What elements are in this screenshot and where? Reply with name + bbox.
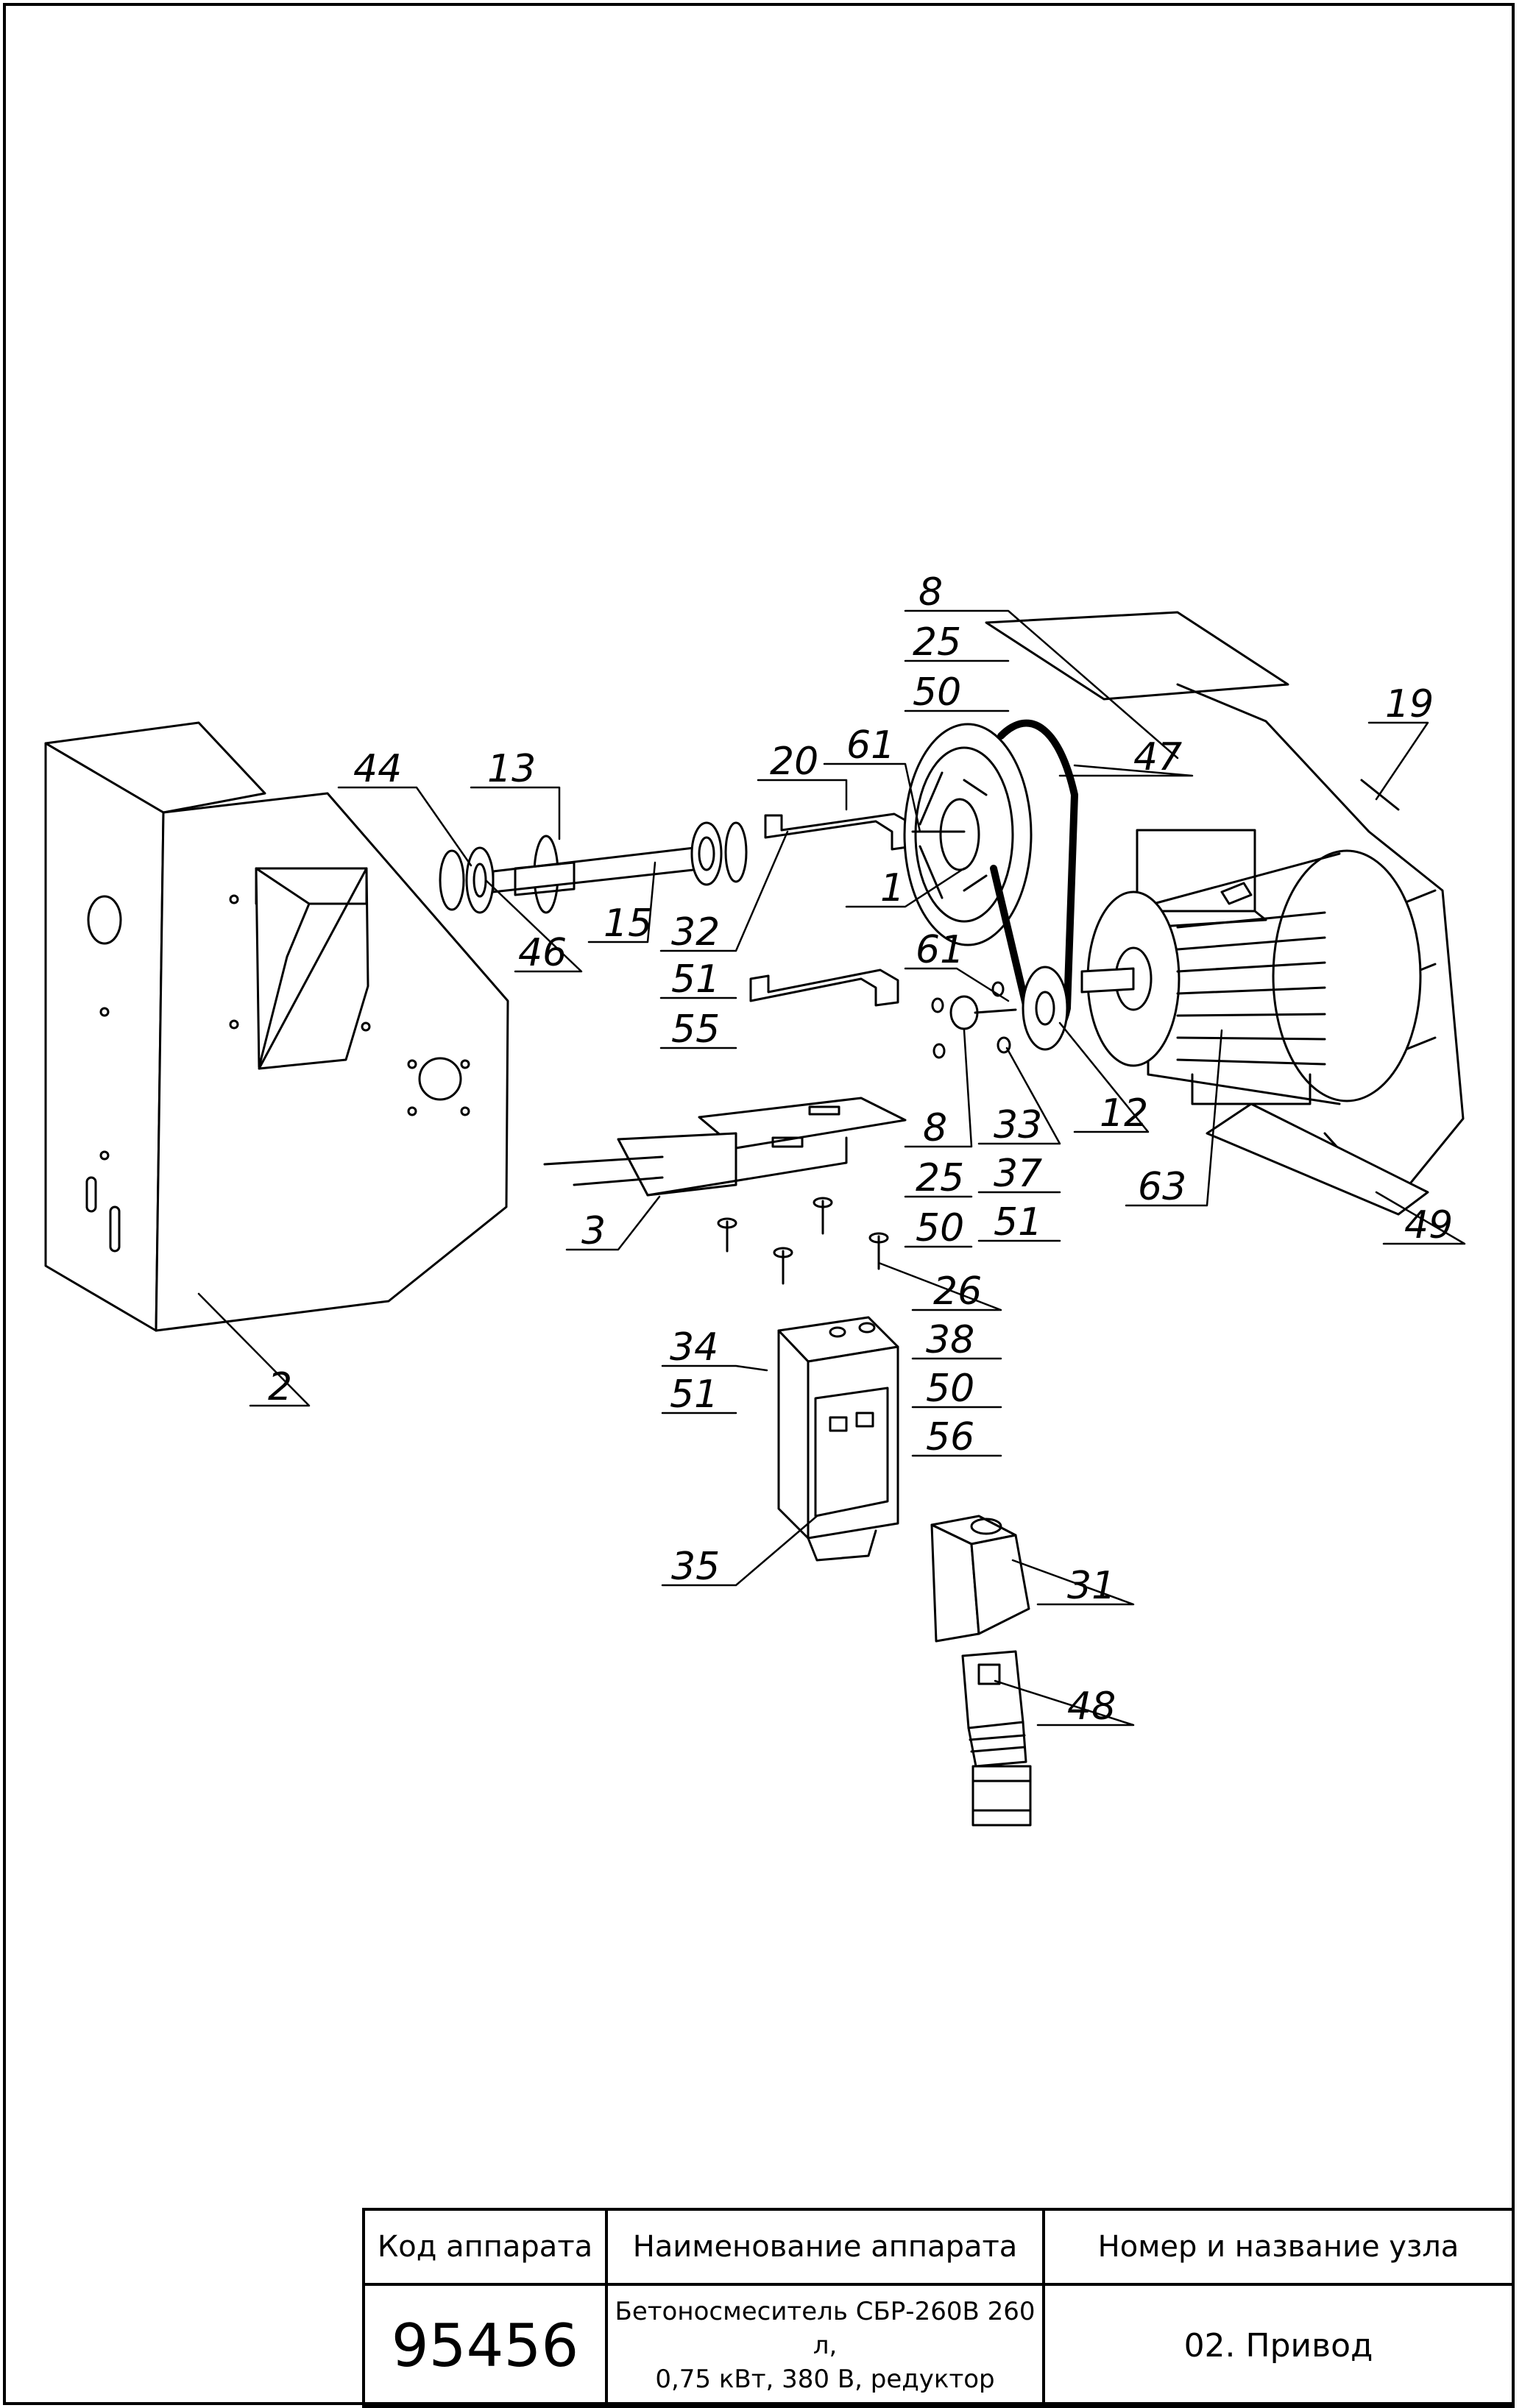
callout-8-25-50-top: 8 25 50: [913, 570, 961, 715]
callout-label: 33: [994, 1103, 1042, 1147]
callout-61-top: 61: [846, 723, 895, 768]
callout-13: 13: [487, 747, 536, 791]
plug-socket: [930, 1515, 1030, 1643]
power-plug: [961, 1650, 1032, 1827]
node-header: Номер и название узла: [1042, 2208, 1515, 2286]
callout-31: 31: [1067, 1564, 1116, 1608]
callout-label: 50: [926, 1367, 974, 1411]
callout-34-51: 34 51: [670, 1325, 718, 1417]
shaft-assembly: [439, 821, 748, 914]
callout-61-lower: 61: [916, 928, 964, 972]
housing-panel: [44, 721, 509, 1332]
callout-8-25-50-lower: 8 25 50: [916, 1106, 964, 1250]
fasteners-cluster: [931, 981, 1017, 1059]
callout-label: 51: [670, 1373, 718, 1417]
callout-48: 48: [1067, 1685, 1116, 1729]
callout-63: 63: [1138, 1165, 1186, 1209]
callout-26-38-50-56: 26 38 50 56: [926, 1269, 982, 1459]
code-value: 95456: [362, 2283, 608, 2408]
bracket-lower: [749, 968, 899, 1007]
callout-2: 2: [268, 1365, 292, 1409]
control-box: [777, 1316, 899, 1562]
studs: [717, 1197, 889, 1285]
callout-label: 37: [994, 1152, 1042, 1196]
callout-35: 35: [671, 1545, 720, 1589]
callout-label: 38: [926, 1318, 974, 1362]
leader-lines: [197, 609, 1466, 1727]
small-pulley: [1022, 966, 1069, 1051]
name-value: Бетоносмеситель СБР-260В 260 л, 0,75 кВт…: [605, 2283, 1045, 2408]
callout-19: 19: [1385, 682, 1434, 726]
callout-label: 8: [923, 1106, 947, 1150]
large-pulley: [903, 723, 1033, 946]
electric-motor: [1080, 829, 1422, 1105]
callout-46: 46: [518, 931, 567, 975]
callout-label: 25: [913, 620, 961, 665]
callout-15: 15: [604, 902, 652, 946]
callout-label: 51: [994, 1200, 1042, 1244]
code-header: Код аппарата: [362, 2208, 608, 2286]
name-line-2: 0,75 кВт, 380 В, редуктор: [655, 2365, 995, 2394]
callout-47: 47: [1133, 735, 1182, 779]
callout-3: 3: [581, 1209, 606, 1253]
callout-33-37-51: 33 37 51: [994, 1103, 1042, 1244]
callout-label: 34: [670, 1325, 718, 1370]
callout-label: 32: [671, 910, 720, 955]
callout-label: 50: [916, 1206, 964, 1250]
callout-label: 50: [913, 670, 961, 715]
callout-label: 55: [671, 1008, 720, 1052]
callout-label: 51: [671, 957, 720, 1002]
callout-20: 20: [770, 740, 818, 784]
mounting-plate: [543, 1097, 907, 1197]
callout-12: 12: [1100, 1091, 1148, 1136]
callout-44: 44: [353, 747, 402, 791]
callout-32-51-55: 32 51 55: [671, 910, 720, 1052]
callout-49: 49: [1404, 1203, 1453, 1247]
node-value: 02. Привод: [1042, 2283, 1515, 2408]
callout-label: 25: [916, 1156, 964, 1200]
title-block: Код аппарата Наименование аппарата Номер…: [362, 2208, 1515, 2408]
name-line-1: Бетоносмеситель СБР-260В 260 л,: [615, 2297, 1036, 2360]
callout-label: 26: [933, 1269, 982, 1314]
callout-label: 8: [918, 570, 943, 615]
callout-1: 1: [880, 866, 905, 910]
callout-label: 56: [926, 1415, 974, 1459]
name-header: Наименование аппарата: [605, 2208, 1045, 2286]
